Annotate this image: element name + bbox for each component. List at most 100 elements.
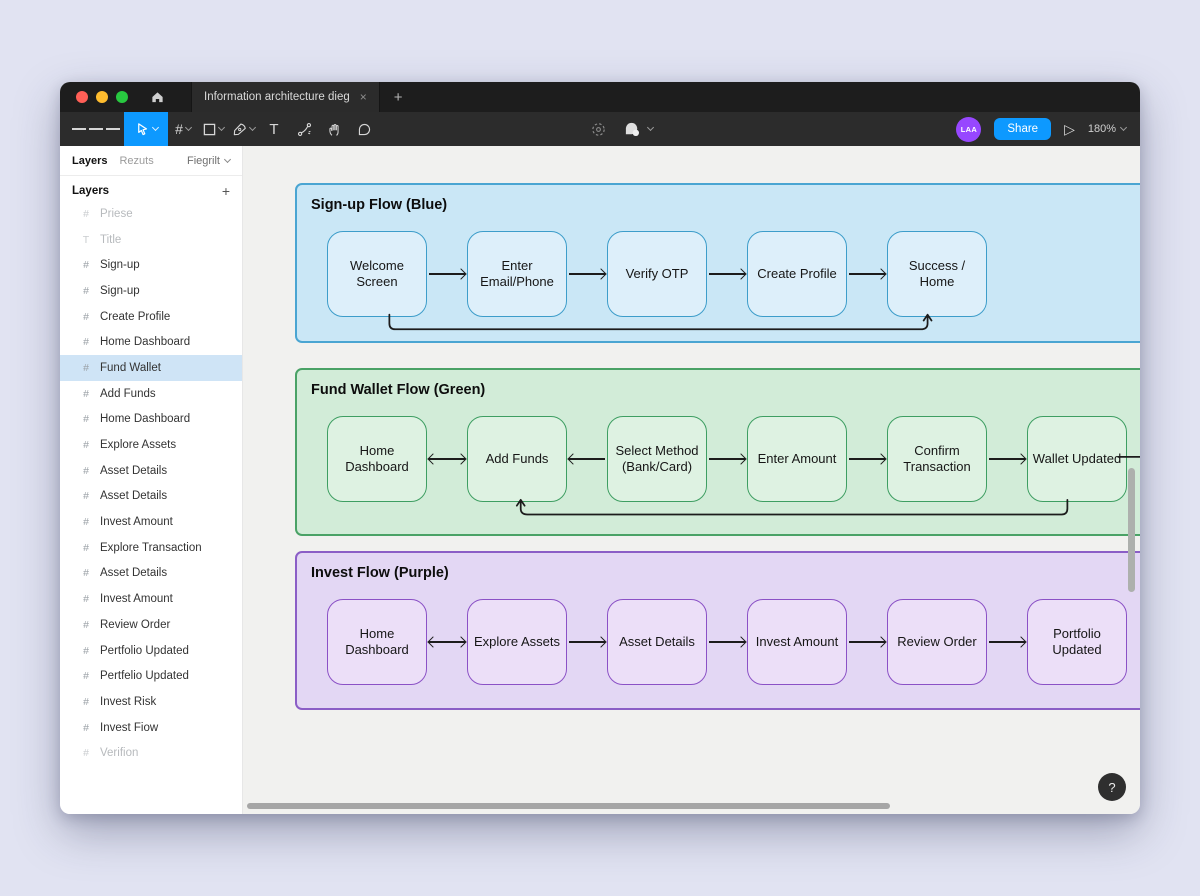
- frame-icon: #: [83, 259, 89, 272]
- design-canvas[interactable]: Sign-up Flow (Blue) Welcome Screen Enter…: [243, 146, 1140, 814]
- flow-node[interactable]: Review Order: [887, 599, 987, 685]
- frame-icon: #: [83, 516, 89, 529]
- arrow-left: [569, 458, 605, 460]
- layers-panel-header: Layers +: [60, 178, 242, 204]
- flow-node[interactable]: Explore Assets: [467, 599, 567, 685]
- target-icon[interactable]: [590, 121, 607, 138]
- move-tool-button[interactable]: [124, 112, 168, 146]
- flow-node[interactable]: Confirm Transaction: [887, 416, 987, 502]
- maximize-window-button[interactable]: [116, 91, 128, 103]
- signup-flow-section[interactable]: Sign-up Flow (Blue) Welcome Screen Enter…: [295, 183, 1140, 343]
- pen-tool-button[interactable]: [228, 112, 259, 146]
- layer-item[interactable]: #Home Dashboard: [60, 329, 242, 355]
- file-tab[interactable]: Information architecture dieg ×: [191, 82, 380, 112]
- frame-icon: #: [83, 541, 89, 554]
- flow-node[interactable]: Invest Amount: [747, 599, 847, 685]
- layer-item[interactable]: #Explore Transaction: [60, 535, 242, 561]
- horizontal-scrollbar[interactable]: [247, 803, 890, 809]
- arrow-right: [569, 273, 605, 275]
- file-tab-title: Information architecture dieg: [204, 91, 350, 103]
- layer-item[interactable]: #Invest Amount: [60, 586, 242, 612]
- close-window-button[interactable]: [76, 91, 88, 103]
- file-dropdown[interactable]: Fiegrilt: [187, 155, 232, 167]
- share-button[interactable]: Share: [994, 118, 1052, 140]
- flow-node[interactable]: Enter Amount: [747, 416, 847, 502]
- layer-item[interactable]: #Add Funds: [60, 381, 242, 407]
- new-tab-button[interactable]: +: [393, 88, 403, 106]
- layer-item[interactable]: #Asset Details: [60, 561, 242, 587]
- text-icon: T: [269, 120, 279, 138]
- add-layer-button[interactable]: +: [221, 183, 230, 199]
- frame-icon: #: [83, 464, 89, 477]
- layer-item[interactable]: #Create Profile: [60, 304, 242, 330]
- layer-item[interactable]: #Review Order: [60, 612, 242, 638]
- fund-wallet-flow-section[interactable]: Fund Wallet Flow (Green) Home Dashboard …: [295, 368, 1140, 536]
- help-button[interactable]: ?: [1098, 773, 1126, 801]
- nodes-tool-button[interactable]: [289, 112, 319, 146]
- flow-node[interactable]: Home Dashboard: [327, 599, 427, 685]
- invest-flow-section[interactable]: Invest Flow (Purple) Home Dashboard Expl…: [295, 551, 1140, 710]
- tab-layers[interactable]: Layers: [72, 154, 108, 167]
- frame-icon: #: [83, 721, 89, 734]
- layer-item[interactable]: #Invest Amount: [60, 509, 242, 535]
- flow-node[interactable]: Enter Email/Phone: [467, 231, 567, 317]
- layer-item[interactable]: #Pertfolio Updated: [60, 638, 242, 664]
- flow-node[interactable]: Asset Details: [607, 599, 707, 685]
- flow-node[interactable]: Portfolio Updated: [1027, 599, 1127, 685]
- main-menu-button[interactable]: [68, 112, 124, 146]
- app-window: Information architecture dieg × + # T: [60, 82, 1140, 814]
- flow-node[interactable]: Home Dashboard: [327, 416, 427, 502]
- layer-item[interactable]: #Sign-up: [60, 252, 242, 278]
- minimize-window-button[interactable]: [96, 91, 108, 103]
- layer-item[interactable]: #Asset Details: [60, 458, 242, 484]
- layer-item[interactable]: #Invest Fiow: [60, 715, 242, 741]
- layer-item[interactable]: #Explore Assets: [60, 432, 242, 458]
- flow-node[interactable]: Select Method (Bank/Card): [607, 416, 707, 502]
- present-icon[interactable]: ▷: [1064, 120, 1075, 137]
- frame-icon: #: [83, 413, 89, 426]
- frame-icon: #: [83, 695, 89, 708]
- arrow-right: [849, 273, 885, 275]
- avatar[interactable]: LAA: [956, 116, 982, 142]
- rectangle-icon: [203, 123, 215, 135]
- comment-bubble-icon: [358, 123, 370, 135]
- flow-node[interactable]: Create Profile: [747, 231, 847, 317]
- zoom-level-value: 180%: [1087, 123, 1116, 135]
- flow-node[interactable]: Add Funds: [467, 416, 567, 502]
- cursor-chat-icon: [625, 122, 640, 136]
- text-tool-button[interactable]: T: [259, 112, 289, 146]
- layer-item[interactable]: #Verifion: [60, 740, 242, 766]
- tab-assets[interactable]: Rezuts: [119, 154, 154, 167]
- frame-icon: #: [83, 747, 89, 760]
- layer-item[interactable]: #Pertfelio Updated: [60, 663, 242, 689]
- layer-item[interactable]: #Priese: [60, 201, 242, 227]
- toolbar: # T: [60, 112, 1140, 146]
- comment-tool-button[interactable]: [349, 112, 379, 146]
- cursor-chat-button[interactable]: [623, 121, 655, 138]
- frame-tool-button[interactable]: #: [168, 112, 198, 146]
- zoom-level-control[interactable]: 180%: [1087, 123, 1128, 135]
- hand-tool-button[interactable]: [319, 112, 349, 146]
- layer-item[interactable]: #Asset Details: [60, 484, 242, 510]
- chevron-down-icon: [1119, 123, 1128, 132]
- layer-item[interactable]: #Sign-up: [60, 278, 242, 304]
- flow-node[interactable]: Verify OTP: [607, 231, 707, 317]
- frame-icon: #: [83, 336, 89, 349]
- chevron-down-icon: [184, 123, 192, 132]
- vertical-scrollbar[interactable]: [1128, 468, 1135, 592]
- flow-node[interactable]: Welcome Screen: [327, 231, 427, 317]
- chevron-down-icon: [223, 155, 232, 164]
- frame-icon: #: [83, 644, 89, 657]
- shape-tool-button[interactable]: [198, 112, 228, 146]
- layer-item[interactable]: #Home Dashboard: [60, 407, 242, 433]
- tab-close-icon[interactable]: ×: [359, 90, 367, 104]
- frame-icon: #: [83, 284, 89, 297]
- titlebar: Information architecture dieg × +: [60, 82, 1140, 112]
- layer-item[interactable]: #Invest Risk: [60, 689, 242, 715]
- home-icon[interactable]: [150, 90, 165, 104]
- flow-node[interactable]: Wallet Updated: [1027, 416, 1127, 502]
- layer-item-selected[interactable]: #Fund Wallet: [60, 355, 242, 381]
- flow-node[interactable]: Success / Home: [887, 231, 987, 317]
